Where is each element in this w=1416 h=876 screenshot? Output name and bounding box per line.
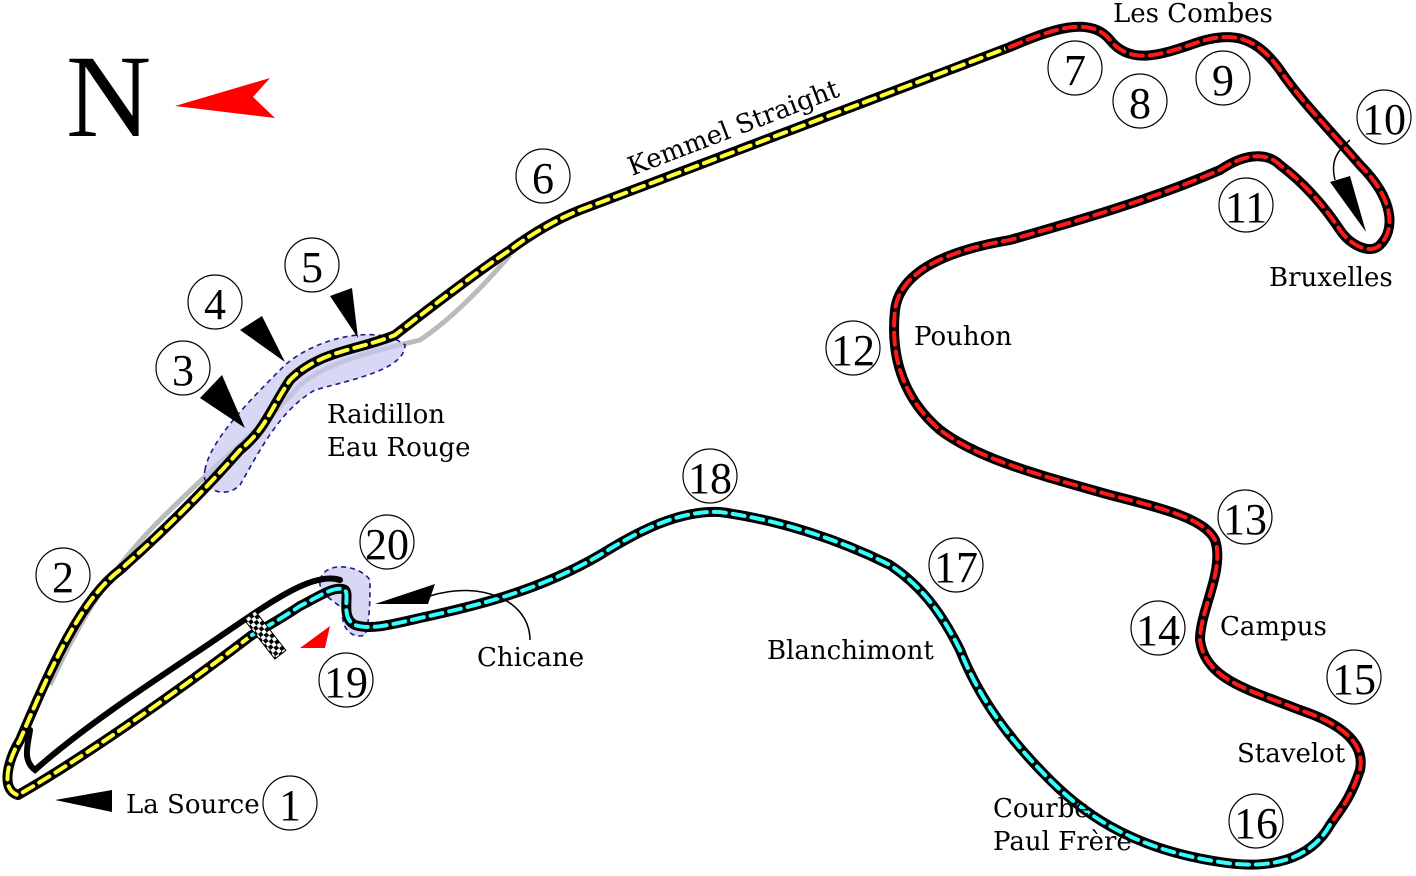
svg-text:17: 17 bbox=[934, 543, 978, 592]
svg-text:11: 11 bbox=[1225, 183, 1267, 232]
label-bruxelles: Bruxelles bbox=[1269, 263, 1393, 293]
corner-4-arrow-icon bbox=[240, 316, 285, 362]
start-finish-line bbox=[243, 610, 287, 660]
raidillon-highlight bbox=[203, 333, 406, 494]
corner-11: 11 bbox=[1218, 177, 1274, 233]
label-paul-frere: Paul Frère bbox=[993, 827, 1132, 857]
corner-5: 5 bbox=[284, 237, 340, 293]
corner-6: 6 bbox=[515, 148, 571, 204]
sector-3-track bbox=[247, 506, 1335, 870]
corner-3-arrow-icon bbox=[200, 375, 245, 428]
north-letter: N bbox=[66, 31, 151, 162]
direction-arrow-icon bbox=[300, 626, 330, 648]
label-eau-rouge: Eau Rouge bbox=[327, 433, 471, 463]
corner-18: 18 bbox=[682, 448, 738, 504]
corner-13: 13 bbox=[1217, 489, 1273, 545]
label-campus: Campus bbox=[1220, 612, 1327, 642]
svg-text:18: 18 bbox=[688, 454, 732, 503]
chicane-leader bbox=[429, 589, 531, 641]
svg-text:20: 20 bbox=[365, 520, 409, 569]
corner-19: 19 bbox=[318, 652, 374, 708]
svg-text:12: 12 bbox=[831, 326, 875, 375]
corner-2: 2 bbox=[35, 547, 91, 603]
label-pouhon: Pouhon bbox=[914, 322, 1012, 352]
corner-12: 12 bbox=[825, 320, 881, 376]
svg-text:13: 13 bbox=[1223, 495, 1267, 544]
svg-text:15: 15 bbox=[1332, 655, 1376, 704]
svg-text:7: 7 bbox=[1064, 46, 1086, 95]
corner-markers: 1 2 3 4 5 6 7 8 9 10 11 12 13 14 15 16 1… bbox=[35, 40, 1412, 849]
label-les-combes: Les Combes bbox=[1113, 0, 1273, 29]
chicane-arrow-icon bbox=[375, 584, 435, 604]
svg-text:19: 19 bbox=[324, 658, 368, 707]
corner-16: 16 bbox=[1228, 793, 1284, 849]
svg-text:6: 6 bbox=[532, 154, 554, 203]
svg-text:9: 9 bbox=[1212, 56, 1234, 105]
corner-9: 9 bbox=[1195, 50, 1251, 106]
pit-lane bbox=[23, 575, 343, 774]
svg-text:1: 1 bbox=[279, 781, 301, 830]
label-raidillon: Raidillon bbox=[327, 400, 445, 430]
corner-10: 10 bbox=[1356, 89, 1412, 145]
sector-2-track bbox=[889, 21, 1395, 830]
label-kemmel-straight: Kemmel Straight bbox=[624, 74, 844, 182]
corner-1: 1 bbox=[262, 775, 318, 831]
corner-20: 20 bbox=[359, 514, 415, 570]
north-arrow-icon bbox=[175, 78, 275, 118]
label-chicane: Chicane bbox=[477, 643, 584, 673]
corner-5-arrow-icon bbox=[330, 288, 358, 338]
svg-text:3: 3 bbox=[172, 346, 194, 395]
corner-15: 15 bbox=[1326, 649, 1382, 705]
label-la-source: La Source bbox=[126, 790, 260, 820]
svg-text:8: 8 bbox=[1129, 79, 1151, 128]
corner-7: 7 bbox=[1047, 40, 1103, 96]
la-source-arrow-icon bbox=[55, 790, 112, 812]
svg-text:2: 2 bbox=[52, 553, 74, 602]
corner-8: 8 bbox=[1112, 73, 1168, 129]
corner-10-leader bbox=[1332, 139, 1351, 181]
svg-text:16: 16 bbox=[1234, 799, 1278, 848]
corner-3: 3 bbox=[155, 340, 211, 396]
svg-text:4: 4 bbox=[204, 280, 226, 329]
svg-text:14: 14 bbox=[1136, 606, 1180, 655]
svg-text:5: 5 bbox=[301, 243, 323, 292]
svg-text:10: 10 bbox=[1362, 95, 1406, 144]
label-blanchimont: Blanchimont bbox=[767, 636, 934, 666]
label-courbe: Courbe bbox=[993, 794, 1090, 824]
label-stavelot: Stavelot bbox=[1237, 739, 1346, 769]
corner-14: 14 bbox=[1130, 600, 1186, 656]
corner-10-arrow-icon bbox=[1330, 176, 1366, 232]
corner-4: 4 bbox=[187, 274, 243, 330]
sector-1-track bbox=[2, 42, 1015, 800]
corner-17: 17 bbox=[928, 537, 984, 593]
